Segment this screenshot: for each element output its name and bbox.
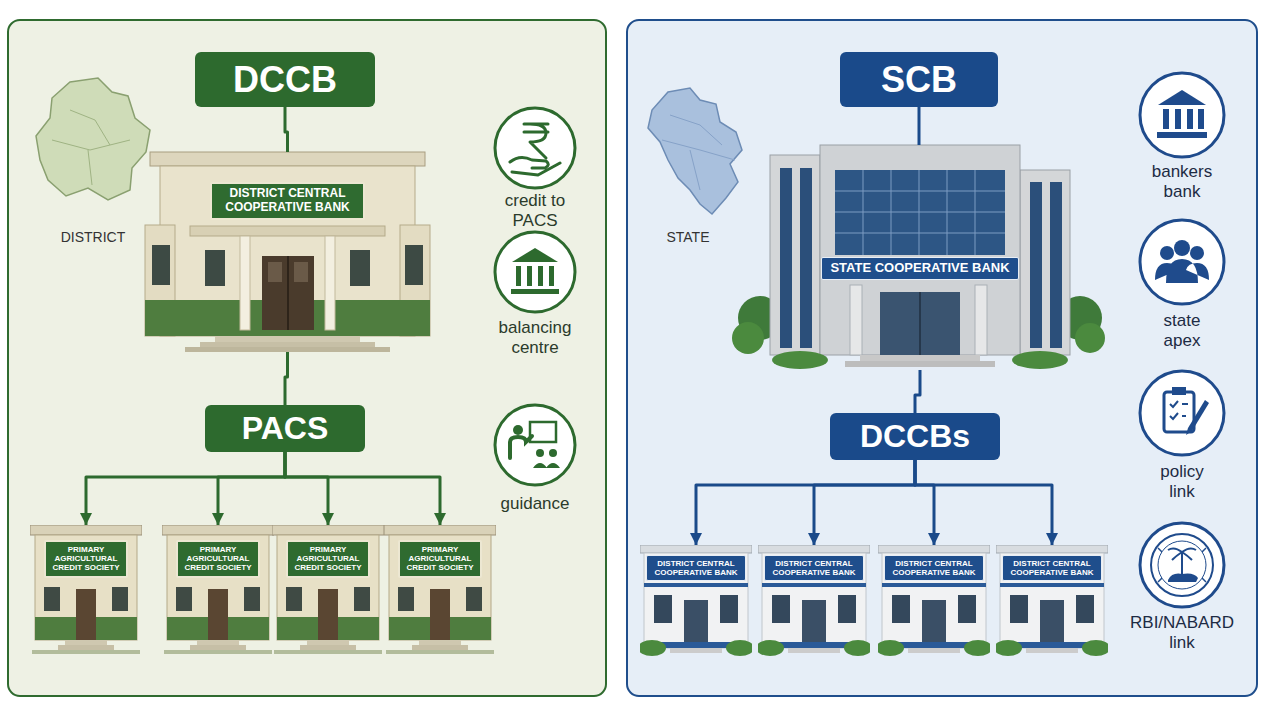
building-sign: DISTRICT CENTRAL COOPERATIVE BANK [1002,555,1102,581]
tag-text: SCB [881,59,957,101]
connector [285,452,328,525]
icon-caption: policy link [1146,462,1218,503]
sign-text: DISTRICT CENTRAL COOPERATIVE BANK [769,559,859,577]
tag-text: DCCBs [860,418,970,455]
bank-building: DISTRICT CENTRAL COOPERATIVE BANK [640,545,752,660]
building-sign: DISTRICT CENTRAL COOPERATIVE BANK [884,555,984,581]
level-tag: SCB [840,52,998,107]
icon-caption: RBI/NABARD link [1118,613,1246,654]
connector [696,460,915,545]
building-sign: DISTRICT CENTRAL COOPERATIVE BANK [210,182,365,220]
tag-text: DCCB [233,59,337,101]
connector [86,452,285,525]
building-sign: PRIMARY AGRICULTURAL CREDIT SOCIETY [398,540,482,578]
bank-building: DISTRICT CENTRAL COOPERATIVE BANK [878,545,990,660]
level-tag: DCCBs [830,413,1000,460]
bank-building: DISTRICT CENTRAL COOPERATIVE BANK [996,545,1108,660]
bank-building: PRIMARY AGRICULTURAL CREDIT SOCIETY [162,525,274,655]
sign-text: PRIMARY AGRICULTURAL CREDIT SOCIETY [50,545,122,573]
building-sign: DISTRICT CENTRAL COOPERATIVE BANK [764,555,864,581]
sign-text: DISTRICT CENTRAL COOPERATIVE BANK [216,187,359,215]
sign-text: DISTRICT CENTRAL COOPERATIVE BANK [1007,559,1097,577]
sign-text: DISTRICT CENTRAL COOPERATIVE BANK [651,559,741,577]
level-tag: PACS [205,405,365,452]
building-sign: STATE COOPERATIVE BANK [821,257,1019,280]
connector [285,452,440,525]
sign-text: PRIMARY AGRICULTURAL CREDIT SOCIETY [404,545,476,573]
icon-caption: bankers bank [1137,162,1227,203]
bank-building: PRIMARY AGRICULTURAL CREDIT SOCIETY [272,525,384,655]
level-tag: DCCB [195,52,375,107]
bank-building: DISTRICT CENTRAL COOPERATIVE BANK [758,545,870,660]
building-sign: DISTRICT CENTRAL COOPERATIVE BANK [646,555,746,581]
connector [915,370,920,413]
icon-caption: credit to PACS [489,191,581,232]
tag-text: PACS [242,410,329,447]
bank-building: PRIMARY AGRICULTURAL CREDIT SOCIETY [30,525,142,655]
connector [915,460,1052,545]
connector [814,460,915,545]
connector [285,107,288,152]
icon-caption: DISTRICT [43,229,143,246]
connector [918,107,921,145]
icon-caption: balancing centre [488,318,583,359]
bank-building: STATE COOPERATIVE BANK [745,145,1095,370]
sign-text: PRIMARY AGRICULTURAL CREDIT SOCIETY [292,545,364,573]
icon-caption: state apex [1146,311,1218,352]
connector [285,352,288,405]
connector [218,452,285,525]
sign-text: PRIMARY AGRICULTURAL CREDIT SOCIETY [182,545,254,573]
building-sign: PRIMARY AGRICULTURAL CREDIT SOCIETY [286,540,370,578]
building-sign: PRIMARY AGRICULTURAL CREDIT SOCIETY [176,540,260,578]
connector [915,460,934,545]
bank-building: PRIMARY AGRICULTURAL CREDIT SOCIETY [384,525,496,655]
icon-caption: guidance [480,494,590,514]
building-sign: PRIMARY AGRICULTURAL CREDIT SOCIETY [44,540,128,578]
sign-text: DISTRICT CENTRAL COOPERATIVE BANK [889,559,979,577]
icon-caption: STATE [643,229,733,246]
sign-text: STATE COOPERATIVE BANK [826,261,1014,276]
bank-building: DISTRICT CENTRAL COOPERATIVE BANK [145,152,430,352]
